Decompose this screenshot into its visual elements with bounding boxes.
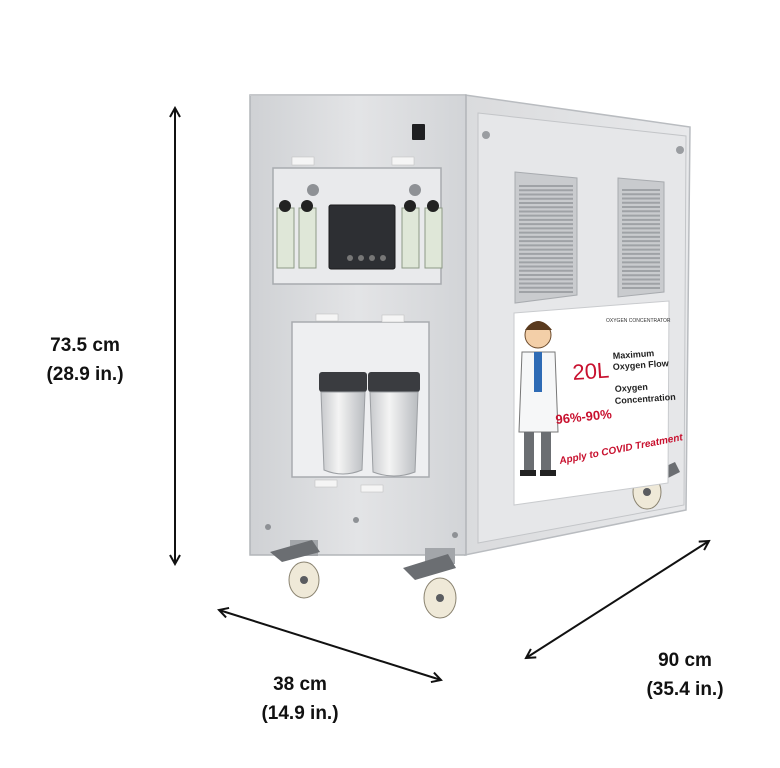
flowmeter-right-pair — [401, 200, 443, 269]
height-dimension-label: 73.5 cm (28.9 in.) — [20, 331, 150, 389]
control-display — [328, 204, 396, 270]
conc-line-1: Oxygen — [614, 382, 648, 394]
flowmeter-left-pair — [276, 200, 317, 269]
caster-front-left — [270, 540, 320, 599]
conc-line-2: Concentration — [614, 392, 676, 406]
height-metric: 73.5 cm — [50, 335, 120, 356]
depth-arrow — [526, 541, 709, 658]
power-switch — [412, 124, 425, 140]
label-header: OXYGEN CONCENTRATOR — [606, 318, 671, 324]
humidifier-bottle-left — [319, 372, 367, 475]
width-dimension-label: 38 cm (14.9 in.) — [225, 670, 375, 728]
width-arrow — [219, 610, 441, 680]
width-imperial: (14.9 in.) — [261, 703, 339, 724]
depth-imperial: (35.4 in.) — [646, 679, 724, 700]
flow-line-1: Maximum — [612, 348, 654, 361]
caster-front-right — [403, 548, 457, 619]
humidifier-bottle-right — [368, 372, 420, 477]
doctor-illustration — [518, 321, 559, 476]
flow-line-2: Oxygen Flow — [612, 358, 670, 372]
conc-value: 96%-90% — [555, 406, 613, 427]
depth-dimension-label: 90 cm (35.4 in.) — [615, 646, 755, 704]
depth-metric: 90 cm — [658, 650, 712, 671]
flow-value: 20L — [572, 357, 610, 385]
width-metric: 38 cm — [273, 674, 327, 695]
height-imperial: (28.9 in.) — [46, 364, 124, 385]
